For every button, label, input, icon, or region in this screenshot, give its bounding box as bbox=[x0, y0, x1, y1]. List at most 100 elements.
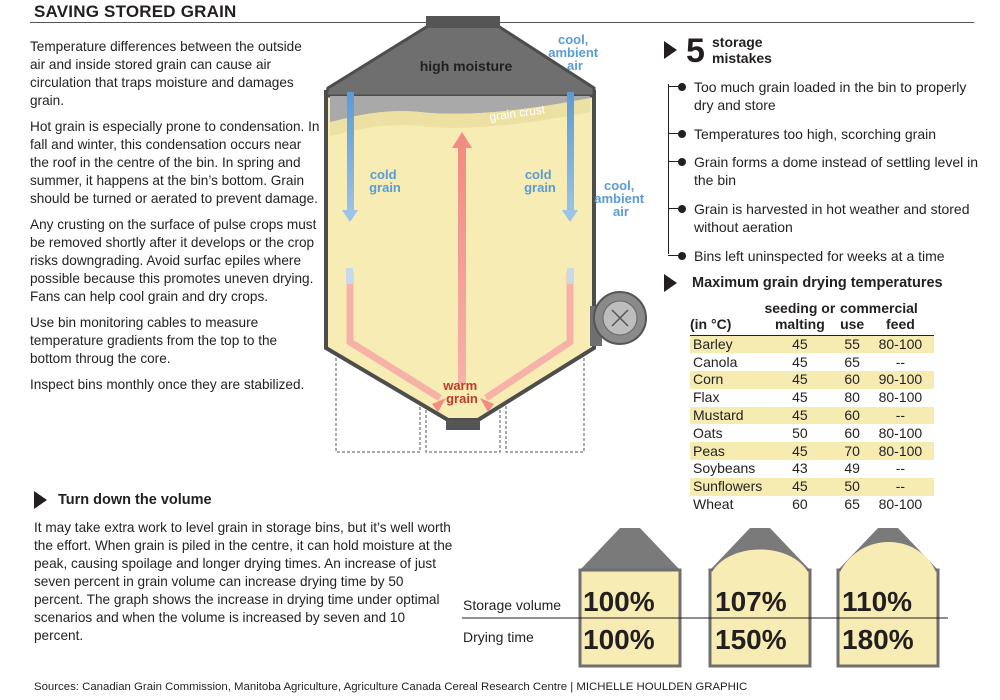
table-cell: 45 bbox=[762, 371, 838, 389]
table-cell: 80-100 bbox=[878, 424, 923, 441]
cool-air-top-label: cool, ambient air bbox=[548, 32, 601, 73]
hopper-outlet bbox=[446, 420, 480, 430]
bullet-icon bbox=[678, 83, 686, 91]
table-cell: Peas bbox=[690, 442, 763, 461]
bin-support-frame bbox=[335, 358, 585, 453]
table-cell: 45 bbox=[762, 477, 838, 496]
table-cell: 50 bbox=[837, 477, 867, 496]
table-cell: Corn bbox=[690, 371, 763, 389]
bin-2-storage-value: 107% bbox=[715, 586, 787, 617]
table-cell: 60 bbox=[837, 406, 867, 425]
table-cell: 45 bbox=[762, 442, 838, 461]
table-cell: 70 bbox=[837, 442, 867, 461]
column-header: use bbox=[837, 300, 867, 336]
table-cell: 45 bbox=[792, 353, 808, 370]
high-moisture-label: high moisture bbox=[420, 58, 513, 74]
bin-2-drying-value: 150% bbox=[715, 624, 787, 655]
bullet-icon bbox=[678, 205, 686, 213]
column-header: seeding or malting bbox=[762, 300, 838, 336]
table-cell: 80-100 bbox=[866, 442, 934, 461]
intro-paragraph: Temperature differences between the outs… bbox=[30, 39, 302, 108]
table-cell: Barley bbox=[690, 335, 763, 354]
table-cell: 60 bbox=[792, 495, 808, 512]
triangle-bullet-icon bbox=[34, 491, 47, 509]
table-cell: 45 bbox=[792, 389, 808, 406]
table-cell: -- bbox=[866, 477, 934, 496]
cold-air-arrow-right bbox=[562, 92, 578, 222]
commercial-header: commercial bbox=[840, 300, 918, 316]
mistakes-title: storage mistakes bbox=[712, 34, 772, 66]
list-item: Grain is harvested in hot weather and st… bbox=[668, 200, 984, 236]
cool-air-side-label: cool, ambient air bbox=[594, 178, 647, 219]
table-cell: 49 bbox=[844, 460, 860, 477]
intro-paragraph: Any crusting on the surface of pulse cro… bbox=[30, 217, 317, 304]
table-cell: 43 bbox=[792, 460, 808, 477]
table-row: Canola 45 65 -- bbox=[690, 353, 934, 371]
column-header: (in °C) bbox=[690, 300, 763, 336]
table-cell: 65 bbox=[844, 353, 860, 370]
table-cell: Oats bbox=[693, 424, 723, 441]
table-row: Soybeans 43 49 -- bbox=[690, 460, 934, 478]
table-cell: 90-100 bbox=[866, 371, 934, 389]
fan-icon bbox=[590, 291, 647, 346]
bin-3-drying-value: 180% bbox=[842, 624, 914, 655]
volume-body: It may take extra work to level grain in… bbox=[34, 520, 453, 643]
column-header: feed bbox=[866, 300, 934, 336]
headspace-air bbox=[330, 96, 590, 122]
table-cell: Mustard bbox=[690, 406, 763, 425]
intro-paragraph: Use bin monitoring cables to measure tem… bbox=[30, 315, 278, 366]
roof-cap bbox=[426, 16, 500, 28]
triangle-bullet-icon bbox=[664, 274, 677, 292]
bullet-icon bbox=[678, 158, 686, 166]
table-cell: 45 bbox=[762, 335, 838, 354]
table-cell: -- bbox=[895, 460, 906, 477]
list-item: Temperatures too high, scorching grain bbox=[668, 125, 984, 143]
table-cell: -- bbox=[895, 353, 906, 370]
bin-1-drying-value: 100% bbox=[583, 624, 655, 655]
grain-crust-surface bbox=[330, 98, 590, 136]
mistakes-connector-line bbox=[668, 84, 669, 254]
table-cell: 80 bbox=[844, 389, 860, 406]
table-cell: 65 bbox=[844, 495, 860, 512]
page-title: SAVING STORED GRAIN bbox=[34, 2, 237, 21]
table-cell: Soybeans bbox=[693, 460, 756, 477]
table-cell: Canola bbox=[693, 353, 738, 370]
table-cell: 60 bbox=[837, 371, 867, 389]
table-cell: -- bbox=[866, 406, 934, 425]
table-cell: 60 bbox=[844, 424, 860, 441]
drying-table: (in °C) seeding or malting use feed Barl… bbox=[690, 300, 934, 513]
table-row: Wheat 60 65 80-100 bbox=[690, 496, 934, 514]
triangle-bullet-icon bbox=[664, 41, 677, 59]
table-cell: 55 bbox=[837, 335, 867, 354]
bin-3-storage-value: 110% bbox=[842, 586, 913, 617]
table-cell: 80-100 bbox=[878, 389, 923, 406]
bin-1-storage-value: 100% bbox=[583, 586, 655, 617]
table-row: Flax 45 80 80-100 bbox=[690, 389, 934, 407]
table-cell: Flax bbox=[693, 389, 720, 406]
table-cell: 80-100 bbox=[866, 335, 934, 354]
bullet-icon bbox=[678, 252, 686, 260]
storage-volume-label: Storage volume bbox=[463, 597, 562, 613]
intro-paragraph: Inspect bins monthly once they are stabi… bbox=[30, 377, 305, 392]
intro-text: Temperature differences between the outs… bbox=[30, 38, 320, 402]
table-cell: Wheat bbox=[693, 495, 734, 512]
warm-air-flow bbox=[346, 132, 574, 412]
cold-grain-right-label: cold grain bbox=[524, 167, 556, 195]
table-cell: Sunflowers bbox=[690, 477, 763, 496]
source-credit: Sources: Canadian Grain Commission, Mani… bbox=[34, 681, 748, 693]
mistakes-number: 5 bbox=[686, 32, 705, 70]
warm-grain-label: warm grain bbox=[442, 378, 481, 406]
list-item: Too much grain loaded in the bin to prop… bbox=[668, 78, 984, 114]
drying-time-label: Drying time bbox=[463, 629, 534, 645]
cold-grain-left-label: cold grain bbox=[369, 167, 401, 195]
table-cell: 80-100 bbox=[878, 495, 923, 512]
